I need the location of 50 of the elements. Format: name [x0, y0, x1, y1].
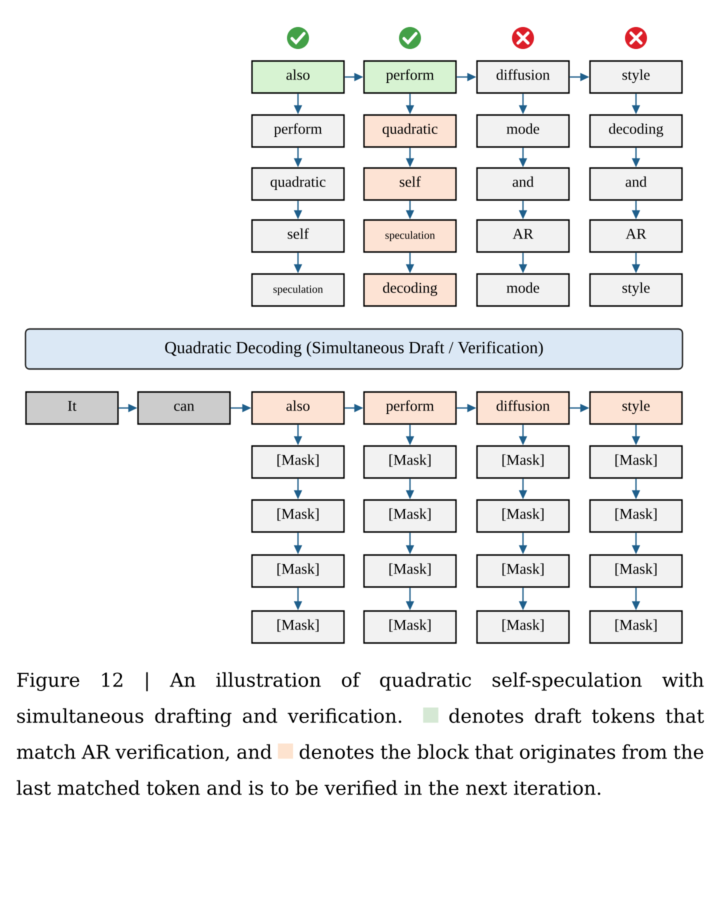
- caption: simultaneous drafting and verification.: [17, 708, 402, 727]
- token-box: can: [137, 391, 231, 425]
- token-box: speculation: [251, 273, 345, 307]
- token-box: style: [589, 273, 683, 307]
- token-box: [Mask]: [251, 445, 345, 479]
- token-box: AR: [476, 219, 570, 253]
- legend-label: denotes the block that originates from the: [300, 744, 704, 763]
- token-box: quadratic: [363, 114, 457, 148]
- token-box: [Mask]: [363, 610, 457, 644]
- token-box: [Mask]: [363, 554, 457, 588]
- token-box: decoding: [589, 114, 683, 148]
- token-box: [Mask]: [476, 499, 570, 533]
- token-box: [Mask]: [251, 499, 345, 533]
- token-box: self: [363, 167, 457, 201]
- token-box: diffusion: [476, 60, 570, 94]
- token-box: and: [476, 167, 570, 201]
- token-box: [Mask]: [476, 554, 570, 588]
- token-box: quadratic: [251, 167, 345, 201]
- token-box: and: [589, 167, 683, 201]
- token-box: [Mask]: [363, 499, 457, 533]
- token-box: [Mask]: [476, 445, 570, 479]
- banner: Quadratic Decoding (Simultaneous Draft / Verification): [24, 328, 684, 370]
- token-box: also: [251, 391, 345, 425]
- token-box: [Mask]: [251, 610, 345, 644]
- token-box: also: [251, 60, 345, 94]
- token-box: perform: [363, 60, 457, 94]
- token-box: [Mask]: [589, 554, 683, 588]
- token-box: perform: [363, 391, 457, 425]
- token-box: mode: [476, 114, 570, 148]
- caption: Figure 12 | An illustration of quadratic self-speculation with: [17, 672, 704, 692]
- token-box: decoding: [363, 273, 457, 307]
- token-box: diffusion: [476, 391, 570, 425]
- token-box: [Mask]: [251, 554, 345, 588]
- caption: Figure 12 | An illustration of quadratic self-speculation with simultaneous drafting and verification. denotes draft tokens that match AR verification, and denotes the block that originates from the last matched token and is to be verified in the next iteration.: [16, 672, 704, 795]
- legend-label: last matched token and is to be verified in the next iteration.: [16, 780, 600, 795]
- token-box: AR: [589, 219, 683, 253]
- token-box: mode: [476, 273, 570, 307]
- token-box: style: [589, 391, 683, 425]
- token-box: [Mask]: [476, 610, 570, 644]
- token-box: [Mask]: [589, 445, 683, 479]
- legend-label: denotes draft tokens that: [449, 708, 704, 723]
- legend-label: match AR verification, and: [16, 744, 272, 762]
- token-box: [Mask]: [589, 499, 683, 533]
- token-box: perform: [251, 114, 345, 148]
- token-box: [Mask]: [589, 610, 683, 644]
- token-box: It: [25, 391, 119, 425]
- token-box: self: [251, 219, 345, 253]
- token-box: [Mask]: [363, 445, 457, 479]
- token-box: style: [589, 60, 683, 94]
- token-box: speculation: [363, 219, 457, 253]
